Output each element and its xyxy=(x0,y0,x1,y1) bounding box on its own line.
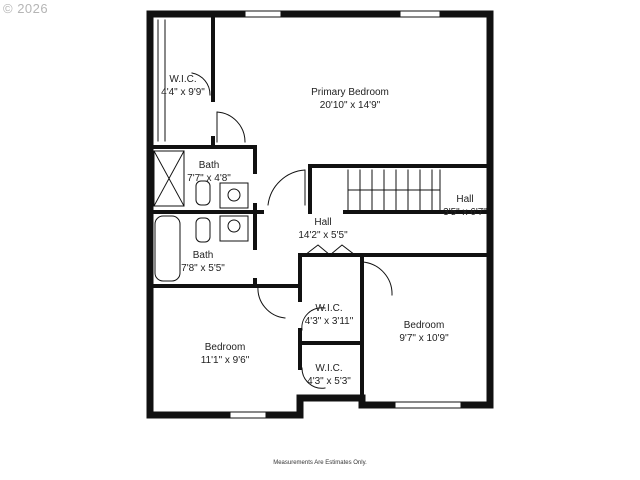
room-label-wic-mid-upper: W.I.C.4'3" x 3'11" xyxy=(304,303,354,327)
measurement-footnote: Measurements Are Estimates Only. xyxy=(273,460,367,466)
copyright-watermark: © 2026 xyxy=(3,1,49,16)
windows xyxy=(229,10,462,419)
staircase xyxy=(347,169,441,211)
room-label-wic-left: W.I.C.4'4" x 9'9" xyxy=(161,74,205,98)
room-label-wic-mid-lower: W.I.C.4'3" x 5'3" xyxy=(307,363,351,387)
interior-walls xyxy=(148,12,492,412)
interior-details xyxy=(153,19,441,389)
